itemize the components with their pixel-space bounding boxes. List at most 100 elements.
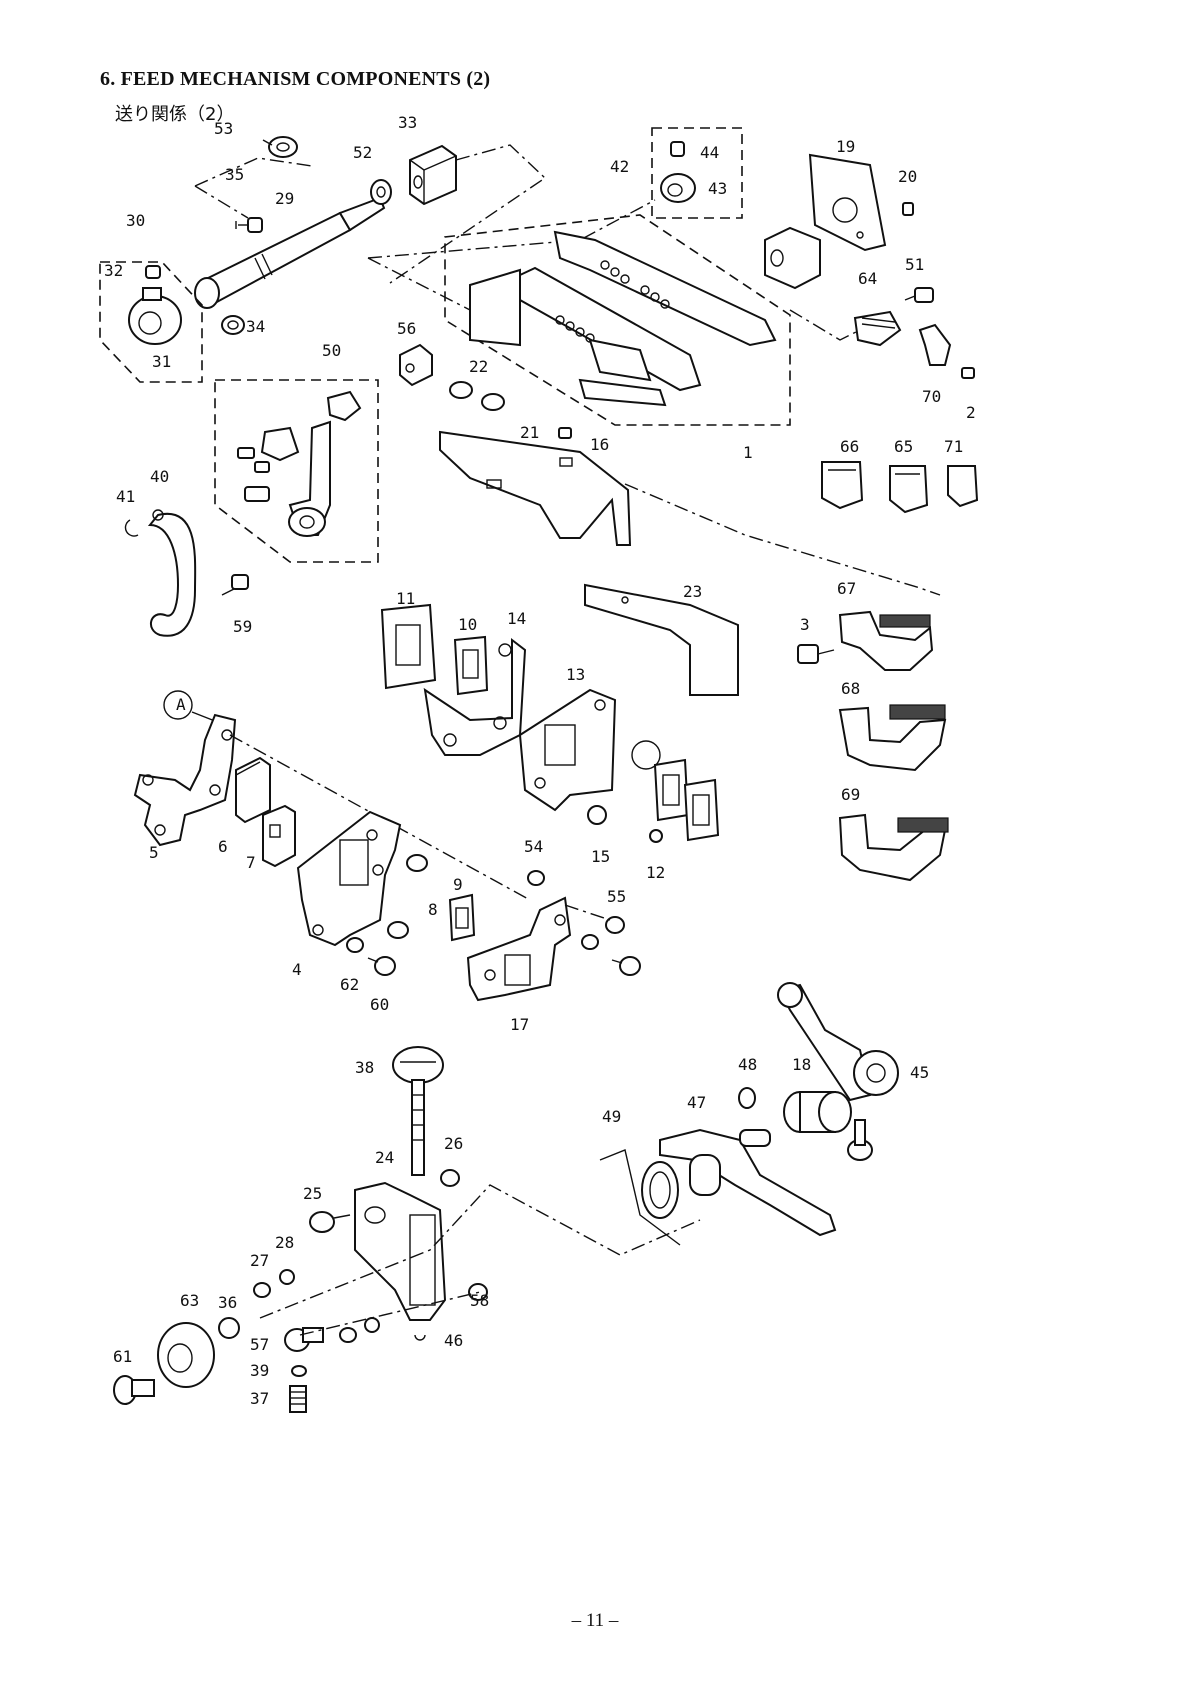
part-14-plate	[423, 637, 527, 756]
callout-label-71: 71	[944, 437, 963, 456]
part-45-lever	[777, 982, 899, 1102]
callout-label-49: 49	[602, 1107, 621, 1126]
callout-label-68: 68	[841, 679, 860, 698]
part-62-washer-left	[346, 937, 364, 953]
shaft-assembly	[99, 136, 547, 383]
part-7-block	[262, 804, 296, 868]
part-25-screw	[309, 1211, 351, 1233]
callout-label-34: 34	[246, 317, 265, 336]
part-31-collar	[128, 287, 182, 345]
part-6-block	[235, 756, 271, 824]
callout-label-12: 12	[646, 863, 665, 882]
callout-label-39: 39	[250, 1361, 269, 1380]
callout-label-28: 28	[275, 1233, 294, 1252]
callout-label-5: 5	[149, 843, 159, 862]
callout-label-9: 9	[453, 875, 463, 894]
page-number: – 11 –	[571, 1610, 619, 1631]
part-60-screw-left	[367, 956, 396, 976]
feed-bar-assembly	[367, 127, 914, 426]
feed-dog-set	[853, 287, 975, 379]
part-5-plate	[133, 713, 237, 847]
part-10-inserts-right	[653, 758, 720, 842]
part-20-screw	[902, 202, 914, 216]
part-9-insert	[448, 893, 476, 942]
part-12-screw	[649, 829, 663, 843]
part-1-feed-bar	[469, 230, 777, 407]
slider-block	[764, 226, 821, 290]
part-28-washer-right	[364, 1317, 380, 1333]
part-11-plate	[380, 603, 437, 690]
callout-label-63: 63	[180, 1291, 199, 1310]
part-59-screw	[221, 574, 249, 596]
part-27-screw-left	[253, 1282, 271, 1298]
callout-label-46: 46	[444, 1331, 463, 1350]
part-55-screw	[605, 916, 625, 934]
callout-label-26: 26	[444, 1134, 463, 1153]
callout-label-44: 44	[700, 143, 719, 162]
callout-label-13: 13	[566, 665, 585, 684]
part-27-screw-right	[339, 1327, 357, 1343]
callout-label-50: 50	[322, 341, 341, 360]
part-39-spring	[289, 1385, 307, 1413]
callout-label-62: 62	[340, 975, 359, 994]
part-65-feed-dog	[889, 465, 929, 514]
part-44-screw	[670, 141, 685, 157]
callout-label-7: 7	[246, 853, 256, 872]
part-17-plate	[466, 896, 572, 1002]
callout-label-57: 57	[250, 1335, 269, 1354]
callout-label-70: 70	[922, 387, 941, 406]
callout-label-31: 31	[152, 352, 171, 371]
callout-label-53: 53	[214, 119, 233, 138]
callout-label-55: 55	[607, 887, 626, 906]
callout-label-29: 29	[275, 189, 294, 208]
callout-label-58: 58	[470, 1291, 489, 1310]
callout-label-64: 64	[858, 269, 877, 288]
callout-label-38: 38	[355, 1058, 374, 1077]
feed-rocker-group	[214, 379, 379, 563]
part-62-washer-right	[581, 934, 599, 950]
part-57-screw	[113, 1375, 155, 1405]
callout-label-47: 47	[687, 1093, 706, 1112]
callout-label-2: 2	[966, 403, 976, 422]
callout-label-65: 65	[894, 437, 913, 456]
part-23-bracket	[584, 583, 739, 696]
part-13-plate	[518, 688, 617, 812]
part-61-washer	[291, 1365, 307, 1377]
callout-label-32: 32	[104, 261, 123, 280]
page-subtitle: 送り関係（2）	[115, 104, 235, 125]
part-28-washer-left	[279, 1269, 295, 1285]
part-37-clip	[414, 1334, 426, 1341]
callout-label-15: 15	[591, 847, 610, 866]
callout-label-4: 4	[292, 960, 302, 979]
callout-label-67: 67	[837, 579, 856, 598]
callout-label-61: 61	[113, 1347, 132, 1366]
part-51-screw	[904, 287, 934, 303]
part-63-washer	[218, 1317, 240, 1339]
part-26-nut-top	[440, 1169, 460, 1187]
rocker-arm	[237, 390, 362, 537]
callout-label-37: 37	[250, 1389, 269, 1408]
callout-label-69: 69	[841, 785, 860, 804]
part-41-clip	[124, 519, 139, 537]
part-29-shaft	[194, 196, 386, 309]
part-10-insert	[453, 635, 489, 696]
callout-label-51: 51	[905, 255, 924, 274]
part-53-bushing	[268, 136, 298, 158]
part-58-dial	[157, 1322, 215, 1388]
part-54-clip	[527, 870, 545, 886]
part-68-feed-dog	[838, 704, 947, 772]
part-38-knob-screw	[392, 1046, 444, 1176]
part-3-screw	[797, 644, 835, 664]
callout-label-42: 42	[610, 157, 629, 176]
part-4-plate	[296, 810, 402, 947]
callout-label-19: 19	[836, 137, 855, 156]
part-40-link	[147, 509, 197, 637]
callout-label-17: 17	[510, 1015, 529, 1034]
part-36-pin	[284, 1327, 324, 1352]
callout-label-22: 22	[469, 357, 488, 376]
part-66-feed-dog	[821, 461, 864, 510]
callout-label-30: 30	[126, 211, 145, 230]
part-56-nut	[399, 343, 433, 387]
part-32-set-screw	[145, 265, 161, 279]
